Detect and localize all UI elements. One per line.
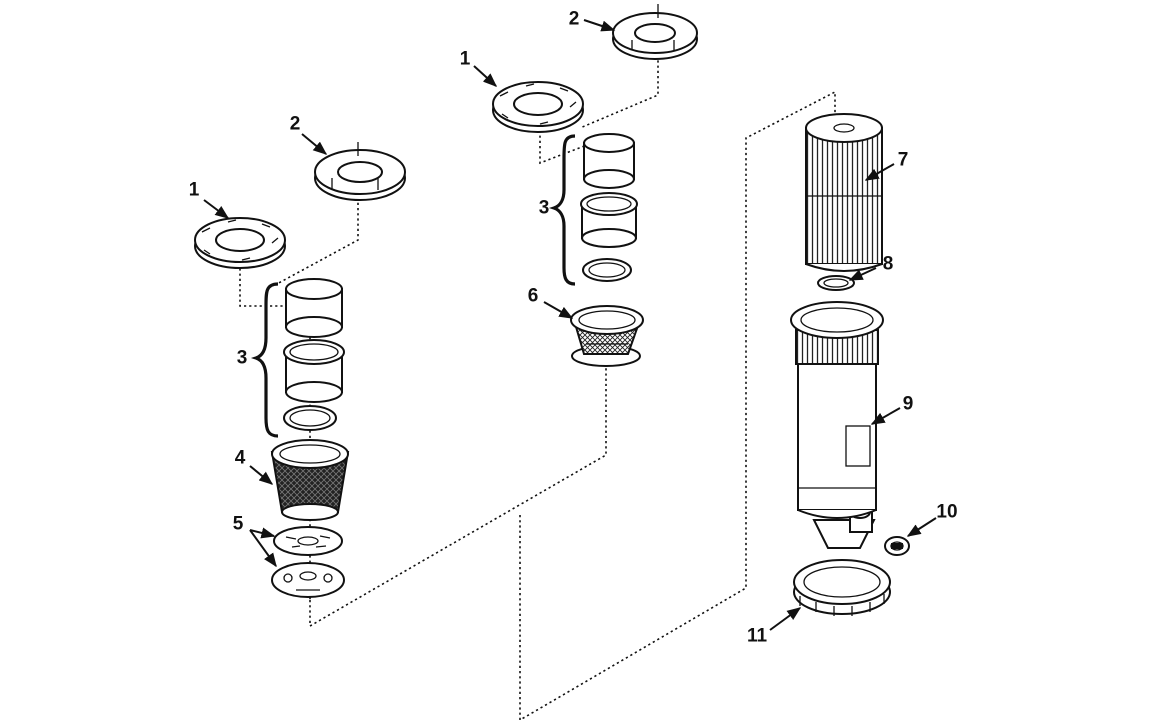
- callout-1-left: 1: [188, 179, 200, 201]
- callout-10: 10: [936, 501, 958, 523]
- callout-arrows: [203, 19, 937, 631]
- callout-5: 5: [232, 513, 244, 535]
- part-4-skimmer-basket-left: [270, 439, 350, 521]
- brace-middle: [548, 134, 576, 286]
- callout-3-middle: 3: [538, 197, 550, 219]
- part-11-lock-ring: [793, 559, 891, 616]
- part-1-top-ring-middle: [492, 81, 584, 133]
- part-10-drain-plug: [884, 536, 910, 556]
- part-9-filter-housing: [790, 301, 884, 549]
- callout-2-middle: 2: [568, 8, 580, 30]
- callout-6: 6: [527, 285, 539, 307]
- callout-8: 8: [882, 253, 894, 275]
- part-8-o-ring: [817, 275, 855, 291]
- callout-9: 9: [902, 393, 914, 415]
- callout-7: 7: [897, 149, 909, 171]
- brace-left: [250, 282, 279, 438]
- callout-11: 11: [746, 625, 768, 647]
- part-2-ring-with-pins-left: [314, 142, 406, 201]
- part-1-top-ring-left: [194, 217, 286, 269]
- part-7-filter-cartridge: [805, 113, 883, 272]
- callout-4: 4: [234, 447, 246, 469]
- part-3-sleeves-left: [283, 278, 345, 431]
- callout-1-middle: 1: [459, 48, 471, 70]
- part-3-sleeves-middle: [580, 133, 638, 282]
- callout-3-left: 3: [236, 347, 248, 369]
- part-6-strainer-basket: [570, 305, 644, 367]
- part-2-ring-with-pins-middle: [612, 4, 698, 60]
- callout-2-left: 2: [289, 113, 301, 135]
- part-5-plates-left: [271, 526, 345, 598]
